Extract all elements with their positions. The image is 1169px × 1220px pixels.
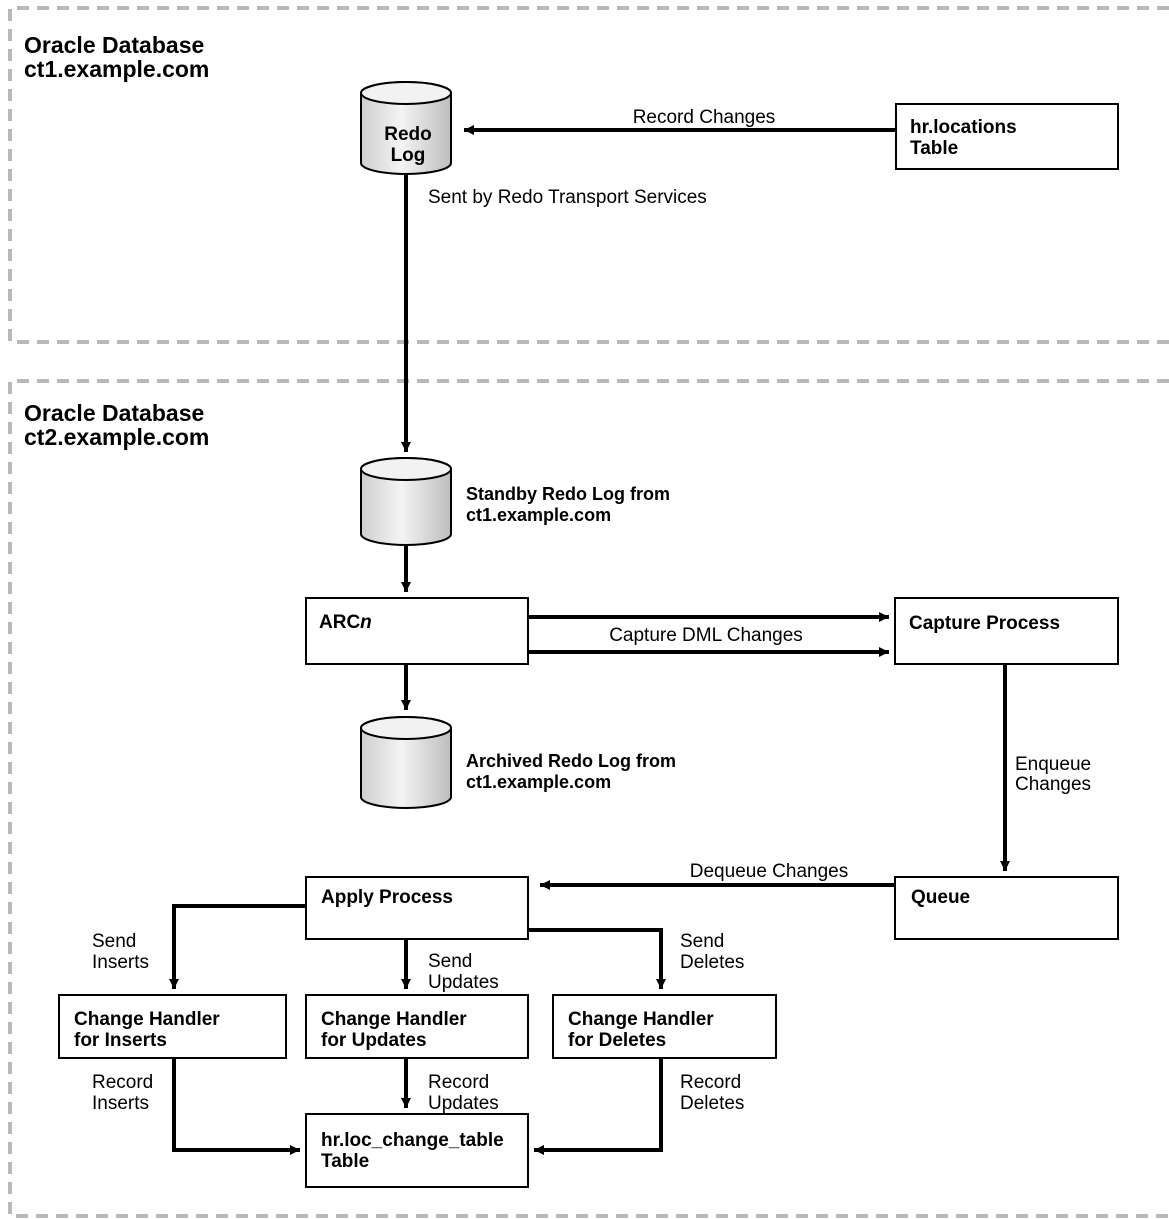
capture-process-rect [894,597,1119,665]
hr-locations-box [895,103,1119,170]
loc-change-table-label-line2: Table [321,1151,369,1172]
change-handler-deletes-label-line2: for Deletes [568,1030,666,1051]
dequeue-label: Dequeue Changes [690,861,848,882]
apply-process-rect [305,876,529,940]
change-handler-updates-label-line1: Change Handler [321,1009,467,1030]
capture-dml-label: Capture DML Changes [609,625,803,646]
record-deletes-arrow [534,1058,663,1155]
record-inserts-arrow [172,1058,300,1155]
enqueue-label-line2: Changes [1015,774,1091,795]
change-handler-inserts-rect [58,994,287,1059]
queue-box: Queue [894,876,1119,940]
standby-redo-log-top [360,457,452,481]
record-inserts-label-line2: Inserts [92,1093,149,1114]
apply-process-box: Apply Process [305,876,529,940]
record-deletes-label-line1: Record [680,1072,741,1093]
change-handler-deletes-rect [552,994,777,1059]
record-updates-label-line1: Record [428,1072,489,1093]
change-handler-inserts-label-line1: Change Handler [74,1009,220,1030]
arcn-label-suffix: n [360,612,372,633]
region-source-database: Oracle Database ct1.example.com [8,6,1169,344]
change-handler-updates-rect [305,994,529,1059]
change-handler-inserts-box: Change Handler for Inserts [58,994,287,1059]
arcn-rect [305,597,529,665]
apply-process-label: Apply Process [321,887,453,908]
redo-log-label-line1: Redo [384,124,432,145]
redo-log-cylinder: Redo Log [360,81,452,175]
record-deletes-label-line2: Deletes [680,1093,744,1114]
region-target-database: Oracle Database ct2.example.com [8,379,1169,1218]
archived-redo-log-top [360,716,452,740]
send-updates-label-line2: Updates [428,972,499,993]
send-deletes-label-line2: Deletes [680,952,744,973]
record-inserts-label-line1: Record [92,1072,153,1093]
region-source-title-line1: Oracle Database [24,32,204,58]
hr-locations-label-line1: hr.locations [910,117,1017,138]
change-handler-deletes-box: Change Handler for Deletes [552,994,777,1059]
change-handler-deletes-label-line1: Change Handler [568,1009,714,1030]
loc-change-table-rect [305,1113,529,1188]
arcn-label: ARCn [319,612,372,633]
loc-change-table-box: hr.loc_change_table Table [305,1113,529,1188]
capture-process-box: Capture Process [894,597,1119,665]
send-deletes-label-line1: Send [680,931,724,952]
send-updates-label-line1: Send [428,951,472,972]
arcn-box: ARCn [305,597,529,665]
standby-redo-log-label-line2: ct1.example.com [466,505,611,525]
send-inserts-arrow [169,904,306,989]
archived-redo-log-label-line2: ct1.example.com [466,772,611,792]
redo-log-top [360,81,452,105]
region-source-border [8,6,1169,344]
loc-change-table-label-line1: hr.loc_change_table [321,1130,504,1151]
hr-locations-table-box: hr.locations Table [895,103,1119,170]
hr-locations-label-line2: Table [910,138,958,159]
redo-log-label-line2: Log [391,145,426,166]
redo-transport-label: Sent by Redo Transport Services [428,187,707,208]
region-target-title-line2: ct2.example.com [24,424,209,450]
change-handler-inserts-label-line2: for Inserts [74,1030,167,1051]
arcn-label-prefix: ARC [319,612,360,633]
archived-redo-log-label-line1: Archived Redo Log from [466,751,676,771]
change-handler-updates-box: Change Handler for Updates [305,994,529,1059]
enqueue-label-line1: Enqueue [1015,754,1091,775]
queue-rect [894,876,1119,940]
send-inserts-label-line2: Inserts [92,952,149,973]
change-handler-updates-label-line2: for Updates [321,1030,427,1051]
send-inserts-label-line1: Send [92,931,136,952]
capture-process-label: Capture Process [909,613,1060,634]
record-updates-label-line2: Updates [428,1093,499,1114]
send-deletes-arrow [528,928,666,989]
standby-redo-log-cylinder: Standby Redo Log from ct1.example.com [360,457,670,546]
record-changes-label: Record Changes [633,107,776,128]
region-source-title-line2: ct1.example.com [24,56,209,82]
queue-label: Queue [911,887,970,908]
region-target-title-line1: Oracle Database [24,400,204,426]
standby-redo-log-label-line1: Standby Redo Log from [466,484,670,504]
archived-redo-log-cylinder: Archived Redo Log from ct1.example.com [360,716,676,809]
